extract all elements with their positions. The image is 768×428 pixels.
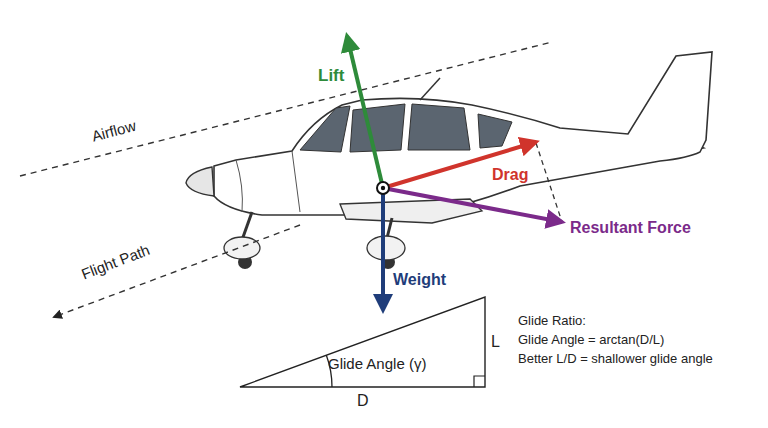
cabin-window: [350, 104, 405, 152]
note-formula: Glide Angle = arctan(D/L): [518, 333, 664, 348]
force-label: Lift: [318, 66, 344, 86]
triangle-outline: [240, 297, 485, 387]
center-of-gravity: [381, 186, 385, 190]
lift-vector: [347, 36, 383, 188]
resultant-vector: [383, 188, 562, 222]
cowling-line: [236, 160, 242, 212]
panel-line: [292, 151, 300, 212]
flight-path-line: [54, 225, 300, 317]
flight-path-label: Flight Path: [79, 241, 152, 283]
force-label: Resultant Force: [570, 219, 691, 237]
component-guide: [536, 143, 562, 222]
rear-window: [478, 114, 512, 148]
wheel-fairing: [224, 237, 260, 259]
side-label: L: [491, 333, 500, 351]
force-label: Drag: [492, 166, 528, 184]
wheel-fairing: [367, 236, 405, 260]
airflow-label: Airflow: [90, 117, 138, 145]
side-label: D: [357, 392, 369, 410]
antenna: [420, 78, 440, 100]
cabin-window: [408, 104, 470, 150]
right-angle-mark: [474, 376, 485, 387]
fuselage: [214, 52, 712, 215]
propeller-spinner: [186, 167, 214, 196]
drag-vector: [383, 142, 536, 188]
angle-label: Glide Angle (γ): [328, 355, 426, 372]
windshield: [300, 106, 350, 152]
glide-triangle: Glide Angle (γ): [240, 297, 485, 387]
nose-gear-strut: [242, 212, 252, 240]
note-text: Better L/D = shallower glide angle: [518, 352, 713, 367]
triangle-shape: [240, 297, 485, 387]
center-of-gravity: [377, 182, 389, 194]
weight-vector: [381, 188, 385, 310]
force-label: Weight: [393, 271, 446, 289]
note-heading: Glide Ratio:: [518, 314, 586, 329]
